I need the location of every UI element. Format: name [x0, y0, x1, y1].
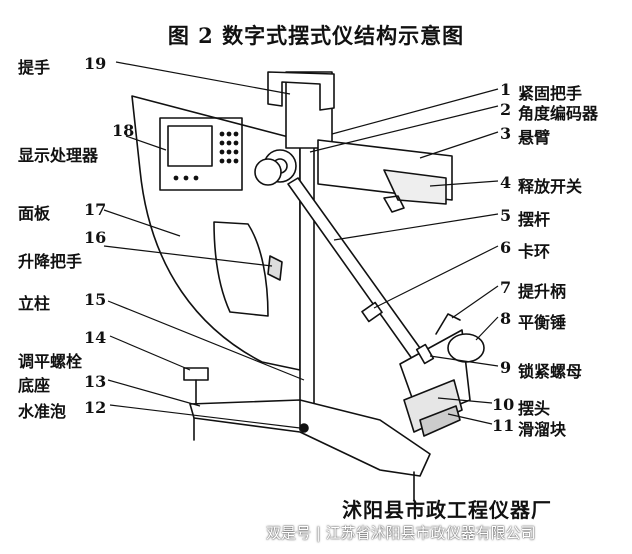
- label-12: 水准泡: [18, 402, 67, 421]
- number-2: 2: [500, 100, 512, 119]
- number-4: 4: [500, 173, 512, 192]
- panel-shape: [131, 95, 301, 371]
- label-10: 摆头: [518, 399, 551, 418]
- tightening-knob: [254, 158, 282, 186]
- lift-window: [213, 221, 269, 317]
- carry-handle: [267, 71, 335, 111]
- number-15: 15: [84, 290, 107, 309]
- leader-18: [125, 135, 167, 151]
- lift-handle: [267, 255, 283, 281]
- number-14: 14: [84, 328, 107, 347]
- leader-13: [107, 379, 201, 407]
- leader-10: [437, 397, 493, 404]
- manufacturer-name: 沭阳县市政工程仪器厂: [342, 498, 552, 522]
- diagram-title: 图 2 数字式摆式仪结构示意图: [167, 23, 465, 48]
- leader-15: [107, 300, 305, 381]
- label-7: 提升柄: [518, 282, 567, 301]
- leader-3: [419, 131, 499, 159]
- label-3: 悬臂: [518, 128, 551, 147]
- number-18: 18: [112, 121, 135, 140]
- number-19: 19: [84, 54, 107, 73]
- lock-nut: [415, 343, 435, 365]
- label-4: 释放开关: [518, 177, 583, 196]
- number-11: 11: [492, 416, 515, 435]
- leader-6: [373, 245, 499, 309]
- label-8: 平衡锤: [518, 313, 567, 332]
- release-switch: [383, 195, 405, 213]
- leader-16: [103, 245, 273, 267]
- number-16: 16: [84, 228, 107, 247]
- leader-8: [475, 316, 499, 341]
- label-1: 紧固把手: [518, 84, 583, 103]
- label-18: 显示处理器: [18, 146, 99, 165]
- label-13: 底座: [18, 376, 51, 395]
- label-5: 摆杆: [518, 210, 551, 229]
- column-post: [299, 139, 315, 411]
- balance-weight: [447, 333, 485, 363]
- number-9: 9: [500, 358, 512, 377]
- label-16: 升降把手: [18, 252, 83, 271]
- collar-ring: [361, 301, 383, 323]
- number-8: 8: [500, 309, 512, 328]
- leader-14: [109, 335, 191, 371]
- slider-block: [419, 405, 461, 437]
- leader-19: [115, 61, 291, 95]
- base-frame: [189, 399, 431, 477]
- number-3: 3: [500, 124, 512, 143]
- label-6: 卡环: [518, 242, 551, 261]
- watermark-text: 双是号 | 江苏省沭阳县市政仪器有限公司: [266, 524, 536, 542]
- number-1: 1: [500, 80, 512, 99]
- label-17: 面板: [18, 204, 51, 223]
- label-2: 角度编码器: [518, 104, 599, 123]
- label-14: 调平螺栓: [18, 352, 83, 371]
- display-screen: [167, 125, 213, 167]
- label-15: 立柱: [18, 294, 51, 313]
- number-6: 6: [500, 238, 512, 257]
- number-10: 10: [492, 395, 515, 414]
- label-19: 提手: [18, 58, 51, 77]
- level-bubble: [299, 423, 309, 433]
- leader-7: [451, 285, 499, 319]
- label-11: 滑溜块: [518, 420, 567, 439]
- leader-9: [429, 355, 499, 367]
- leveling-bolt: [183, 367, 209, 381]
- leader-11: [447, 413, 493, 425]
- leader-12: [109, 404, 301, 429]
- leader-2: [309, 105, 499, 153]
- leader-1: [331, 88, 499, 135]
- leader-17: [103, 209, 181, 237]
- leader-5: [333, 213, 499, 241]
- label-9: 锁紧螺母: [518, 362, 583, 381]
- number-13: 13: [84, 372, 107, 391]
- lift-lever: [435, 313, 461, 335]
- number-12: 12: [84, 398, 107, 417]
- number-17: 17: [84, 200, 107, 219]
- number-7: 7: [500, 278, 512, 297]
- keypad: [173, 131, 239, 181]
- number-5: 5: [500, 206, 512, 225]
- leader-4: [429, 180, 499, 187]
